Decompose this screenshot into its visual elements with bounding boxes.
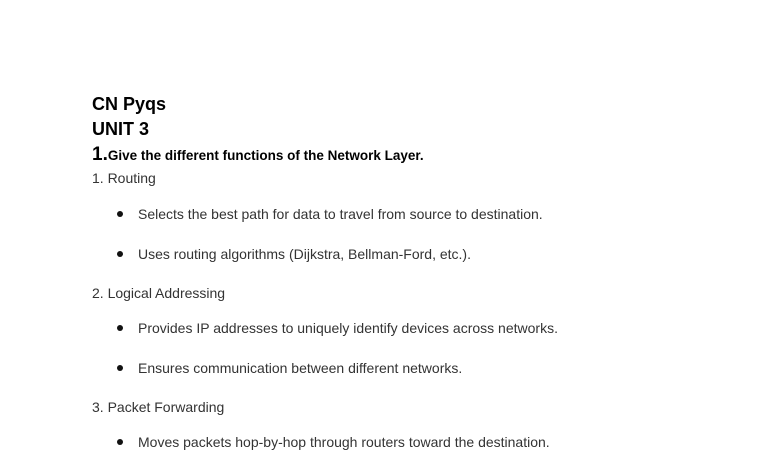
- list-item: Moves packets hop-by-hop through routers…: [114, 433, 550, 451]
- bullet-icon: [117, 439, 123, 445]
- list-item: Ensures communication between different …: [114, 359, 462, 377]
- section-heading-logical-addressing: 2. Logical Addressing: [92, 285, 226, 301]
- bullet-icon: [117, 211, 123, 217]
- list-item-text: Provides IP addresses to uniquely identi…: [138, 320, 558, 336]
- question-number: 1.: [92, 144, 108, 165]
- list-item-text: Moves packets hop-by-hop through routers…: [138, 434, 550, 450]
- list-item-text: Uses routing algorithms (Dijkstra, Bellm…: [138, 246, 471, 262]
- document-page: CN Pyqs UNIT 3 1.Give the different func…: [92, 94, 558, 450]
- list-item: Selects the best path for data to travel…: [114, 205, 543, 223]
- question-text: Give the different functions of the Netw…: [107, 148, 424, 163]
- question-heading: 1.Give the different functions of the Ne…: [92, 143, 424, 168]
- document-title: CN Pyqs: [92, 94, 167, 114]
- list-item: Provides IP addresses to uniquely identi…: [114, 319, 558, 337]
- section-heading-routing: 1. Routing: [92, 170, 156, 186]
- list-item: Uses routing algorithms (Dijkstra, Bellm…: [114, 245, 471, 263]
- bullet-icon: [117, 251, 123, 257]
- bullet-icon: [117, 365, 123, 371]
- bullet-icon: [117, 325, 123, 331]
- list-item-text: Selects the best path for data to travel…: [138, 206, 543, 222]
- section-heading-packet-forwarding: 3. Packet Forwarding: [92, 399, 225, 415]
- unit-heading: UNIT 3: [92, 119, 150, 139]
- list-item-text: Ensures communication between different …: [138, 360, 463, 376]
